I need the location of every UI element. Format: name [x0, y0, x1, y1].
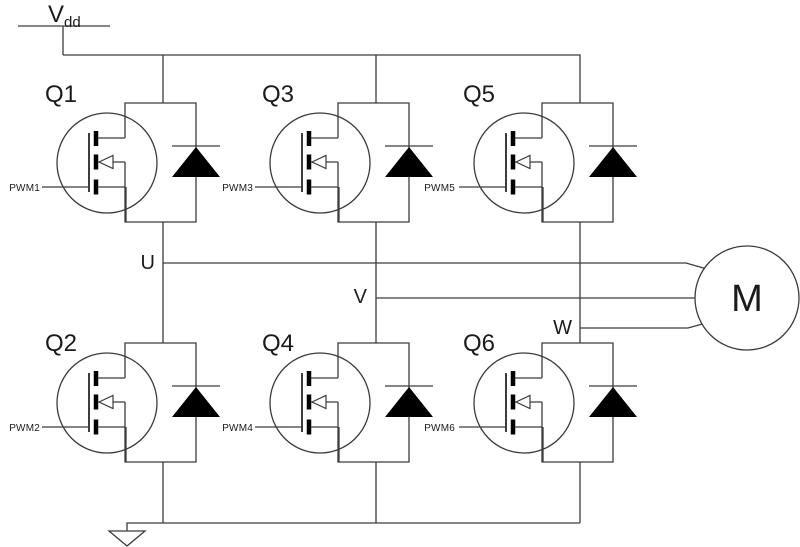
- ground-bus: [126, 522, 580, 531]
- transistor-label-q3: Q3: [262, 81, 294, 108]
- transistor-label-q2: Q2: [45, 330, 77, 357]
- phase-label-w: W: [553, 317, 572, 339]
- gate-signal-label-pwm6: PWM6: [424, 423, 455, 434]
- transistor-q3: [255, 103, 433, 222]
- transistor-q2: [42, 343, 220, 462]
- gate-signal-label-pwm2: PWM2: [9, 423, 40, 434]
- gate-signal-label-pwm1: PWM1: [9, 183, 40, 194]
- phase-legs: [162, 222, 581, 343]
- transistor-q6: [459, 343, 637, 462]
- vdd-label: Vdd: [48, 1, 81, 31]
- transistor-label-q4: Q4: [262, 330, 294, 357]
- transistor-q1: [42, 103, 220, 222]
- vdd-label-main: V: [48, 1, 64, 28]
- low-side-stubs: [162, 462, 581, 523]
- vdd-rail: [18, 25, 110, 55]
- gate-signal-label-pwm4: PWM4: [222, 423, 253, 434]
- phase-wire-u: [163, 262, 708, 270]
- gate-signal-label-pwm5: PWM5: [424, 183, 455, 194]
- motor-label: M: [731, 278, 763, 320]
- phase-wire-w: [580, 322, 707, 329]
- transistor-label-q1: Q1: [45, 81, 77, 108]
- transistor-label-q5: Q5: [463, 81, 495, 108]
- motor-circle: [694, 245, 800, 351]
- phase-label-v: V: [354, 286, 368, 308]
- transistor-label-q6: Q6: [463, 330, 495, 357]
- gate-signal-label-pwm3: PWM3: [222, 183, 253, 194]
- vdd-label-sub: dd: [64, 14, 81, 31]
- ground-symbol-icon: [107, 530, 147, 547]
- dc-bus-top: [63, 54, 581, 103]
- transistor-q4: [255, 343, 433, 462]
- transistor-q5: [459, 103, 637, 222]
- phase-label-u: U: [141, 252, 155, 274]
